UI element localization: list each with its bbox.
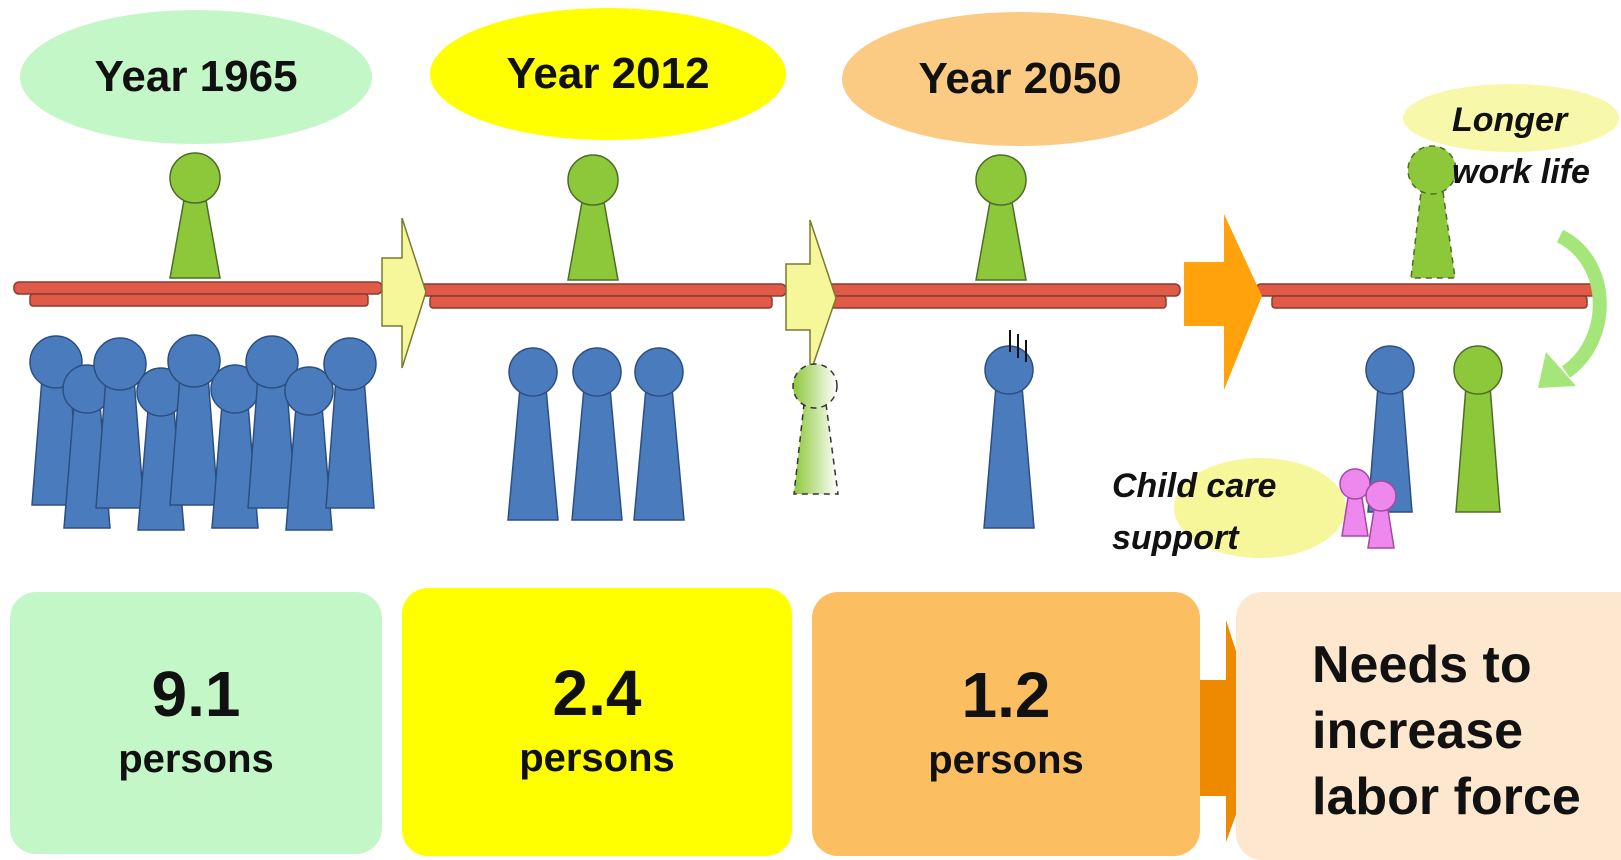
ratio-box-1965: 9.1 persons bbox=[10, 592, 382, 854]
ratio-box-2050: 1.2 persons bbox=[812, 592, 1200, 856]
ratio-unit-1965: persons bbox=[118, 736, 274, 781]
seesaw-beam-1965 bbox=[13, 281, 383, 307]
elder-figure-2050 bbox=[975, 154, 1027, 281]
children-figures bbox=[1339, 468, 1397, 549]
transition-arrow-2 bbox=[785, 219, 837, 375]
ratio-value-1965: 9.1 bbox=[151, 658, 241, 731]
worker-figure-2050 bbox=[983, 345, 1035, 529]
ratio-value-2012: 2.4 bbox=[552, 657, 642, 730]
transition-arrow-1 bbox=[381, 217, 427, 369]
year-oval-1965: Year 1965 bbox=[20, 10, 372, 144]
longer-work-life-bubble bbox=[1403, 84, 1619, 152]
year-label-2012: Year 2012 bbox=[506, 49, 710, 98]
year-oval-2050: Year 2050 bbox=[842, 12, 1198, 146]
outcome-box bbox=[1236, 592, 1621, 860]
outcome-text: Needs to increase labor force bbox=[1312, 636, 1581, 826]
elder-figure-working-longer bbox=[1407, 145, 1457, 279]
year-label-2050: Year 2050 bbox=[918, 54, 1122, 103]
elder-worker-transition bbox=[792, 363, 839, 495]
seesaw-beam-future bbox=[1255, 283, 1602, 309]
future-arrow bbox=[1184, 214, 1262, 390]
year-label-1965: Year 1965 bbox=[94, 52, 298, 101]
longer-work-life-note: Longer work life bbox=[1452, 101, 1590, 191]
sweat-lines-icon bbox=[1009, 330, 1027, 362]
child-care-note: Child care support bbox=[1112, 467, 1277, 557]
ratio-box-2012: 2.4 persons bbox=[402, 588, 792, 856]
elder-figure-2012 bbox=[567, 154, 619, 281]
year-oval-2012: Year 2012 bbox=[430, 8, 786, 140]
seesaw-beam-2050 bbox=[813, 283, 1181, 309]
child-care-bubble bbox=[1174, 458, 1346, 558]
worker-group-2012 bbox=[507, 347, 685, 521]
elder-figure-1965 bbox=[169, 152, 221, 279]
worker-group-1965 bbox=[29, 334, 377, 531]
female-worker-figure-future bbox=[1453, 345, 1503, 513]
cycle-arrow bbox=[1556, 229, 1607, 378]
ratio-unit-2012: persons bbox=[519, 735, 675, 780]
ratio-value-2050: 1.2 bbox=[961, 659, 1051, 732]
seesaw-beam-2012 bbox=[413, 283, 787, 309]
ratio-unit-2050: persons bbox=[928, 737, 1084, 782]
